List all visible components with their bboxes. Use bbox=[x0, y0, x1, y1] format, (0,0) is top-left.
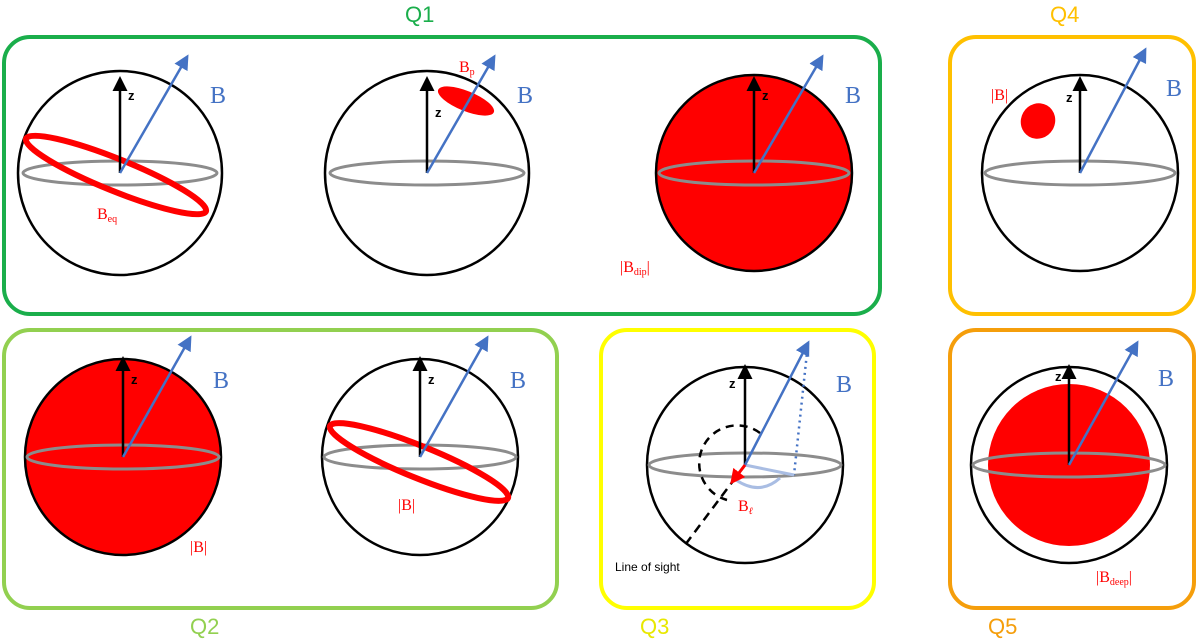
field-vector-arrow bbox=[425, 54, 496, 174]
z-axis-label: z bbox=[729, 376, 736, 391]
q1-sphere-dipole: z B |Bdip| bbox=[620, 54, 861, 278]
z-axis-label: z bbox=[1066, 90, 1073, 105]
field-vector-arrow bbox=[118, 54, 189, 174]
projection-vertical bbox=[792, 342, 810, 476]
equatorial-field-label: Beq bbox=[97, 206, 117, 225]
field-label: B bbox=[517, 83, 533, 109]
line-of-sight-label: Line of sight bbox=[615, 560, 680, 574]
z-axis-label: z bbox=[762, 88, 769, 103]
q1-sphere-equatorial: z B Beq bbox=[16, 54, 226, 277]
panel-q1-frame bbox=[2, 35, 882, 316]
panel-q2-title: Q2 bbox=[190, 614, 219, 639]
field-label: B bbox=[1158, 366, 1174, 392]
field-spot bbox=[1020, 103, 1056, 139]
field-label: B bbox=[213, 368, 229, 394]
q2-sphere-ring: z B |B| bbox=[320, 335, 526, 557]
field-vector-arrow bbox=[418, 335, 489, 458]
field-label: B bbox=[836, 372, 852, 398]
equatorial-field-ring bbox=[22, 132, 210, 218]
field-vector-arrow bbox=[752, 54, 824, 174]
q3-sphere-line-of-sight: z B Bℓ Line of sight bbox=[615, 340, 852, 574]
field-vector-arrow bbox=[1078, 47, 1147, 174]
panel-q4-title: Q4 bbox=[1050, 2, 1079, 27]
q4-sphere-spot: z B |B| bbox=[980, 47, 1182, 273]
field-label: B bbox=[510, 368, 526, 394]
panel-q4-frame bbox=[948, 35, 1196, 316]
projection-horizontal bbox=[744, 463, 795, 477]
z-axis-label: z bbox=[131, 372, 138, 387]
field-label: B bbox=[1166, 76, 1182, 102]
z-axis-label: z bbox=[1055, 369, 1062, 384]
los-component-arrow bbox=[730, 464, 747, 485]
panel-q5-title: Q5 bbox=[988, 614, 1017, 639]
panel-q1-title: Q1 bbox=[405, 2, 434, 27]
z-axis-label: z bbox=[128, 88, 135, 103]
polar-field-patch bbox=[437, 86, 495, 116]
field-vector-arrow bbox=[1067, 340, 1139, 466]
panel-q2-frame bbox=[2, 328, 559, 610]
full-field-label: |B| bbox=[190, 539, 207, 556]
z-axis-label: z bbox=[428, 372, 435, 387]
field-vector-arrow bbox=[743, 340, 810, 466]
field-vector-arrow bbox=[121, 335, 192, 458]
los-field-label: Bℓ bbox=[738, 498, 753, 517]
dipole-field-label: |Bdip| bbox=[620, 259, 650, 278]
q5-sphere-deep: z B |Bdeep| bbox=[969, 340, 1174, 588]
field-label: B bbox=[845, 83, 861, 109]
panel-q3-title: Q3 bbox=[640, 614, 669, 639]
z-axis-label: z bbox=[435, 105, 442, 120]
ring-field-label: |B| bbox=[398, 497, 415, 514]
q2-sphere-full: z B |B| bbox=[23, 335, 229, 557]
polar-field-label: Bp bbox=[459, 59, 475, 78]
field-label: B bbox=[210, 83, 226, 109]
panel-q5-frame bbox=[948, 328, 1196, 610]
angle-arc-dashed bbox=[697, 424, 761, 502]
panel-q3-frame bbox=[599, 328, 876, 610]
deep-field-label: |Bdeep| bbox=[1096, 569, 1132, 588]
q1-sphere-polar: z B Bp bbox=[323, 54, 533, 277]
spot-field-label: |B| bbox=[991, 87, 1008, 104]
